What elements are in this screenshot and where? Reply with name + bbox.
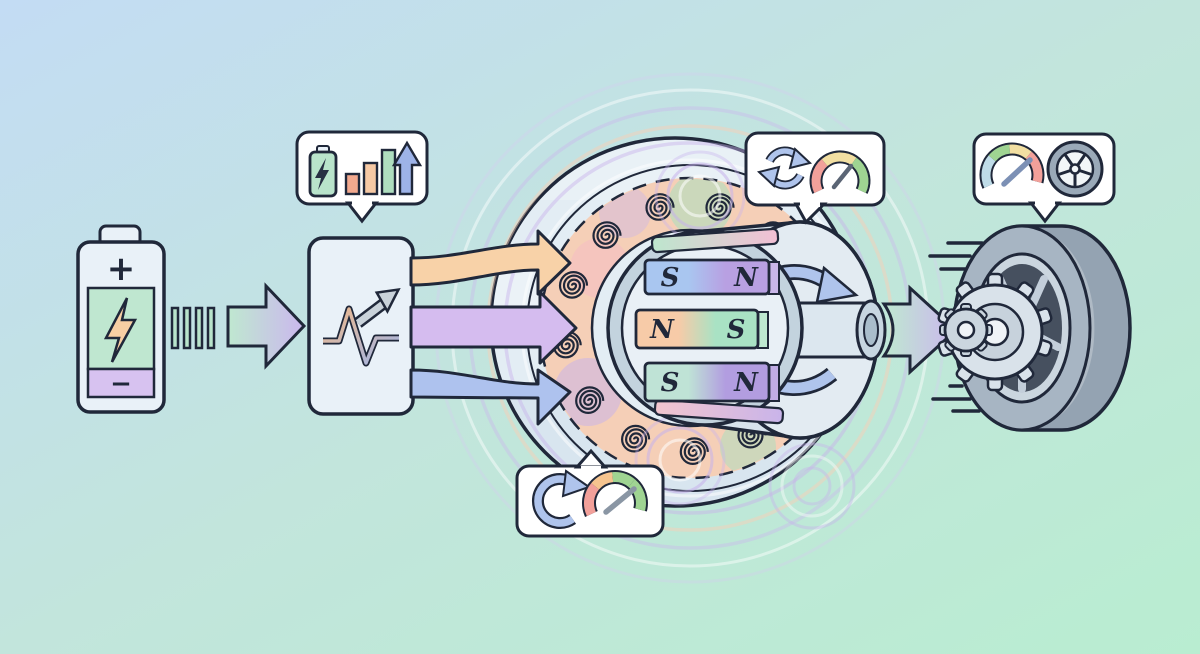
lightning-bolt-icon — [103, 297, 138, 363]
magnet-edge-top — [650, 227, 780, 254]
up-arrow-icon — [391, 140, 423, 196]
rotor-magnets: S N N S S N — [634, 227, 785, 425]
battery-minus-label: − — [110, 369, 132, 399]
magnet-bar — [643, 258, 771, 296]
boost-arrow-icon — [354, 287, 401, 328]
gauge-icon — [979, 142, 1045, 189]
magnet-pole-label: S — [661, 263, 680, 293]
gauge-needle — [603, 486, 637, 515]
magnet-bar — [643, 361, 771, 403]
callout-torque — [515, 448, 665, 538]
energy-pulse-bars — [170, 306, 216, 350]
magnet-edge-bottom — [653, 398, 785, 425]
phase-a-arrow — [409, 229, 572, 296]
flow-arrow-battery-to-controller — [226, 282, 307, 370]
motor-shaft — [791, 299, 887, 361]
magnet-pole-label: S — [661, 368, 680, 398]
magnet-bar — [634, 308, 760, 350]
waveform-icon — [323, 305, 399, 367]
gauge-icon — [809, 150, 871, 194]
callout-field-rotation — [744, 131, 886, 225]
sync-icon — [756, 146, 813, 190]
battery-low-section — [86, 367, 156, 399]
callout-power — [295, 130, 429, 224]
phase-c-arrow — [409, 368, 572, 426]
phase-current-arrows — [409, 229, 578, 426]
battery: + − — [76, 224, 166, 414]
rising-bars-icon — [344, 148, 397, 196]
power-electronics-controller — [307, 236, 415, 416]
wheel-assembly — [937, 224, 1132, 432]
battery-plus-label: + — [107, 249, 136, 289]
gauge-needle — [831, 163, 854, 190]
speed-lines — [928, 241, 984, 413]
rotate-cw-icon — [532, 469, 592, 529]
magnet-pole-label: N — [733, 368, 759, 398]
gauge-needle — [1001, 157, 1033, 187]
phase-b-arrow — [409, 290, 578, 365]
battery-charge-icon — [308, 145, 338, 198]
small-gear-icon — [939, 303, 993, 357]
magnet-pole-label: N — [733, 263, 759, 293]
wheel-icon — [1046, 140, 1104, 198]
gauge-icon — [582, 470, 648, 517]
magnet-pole-label: N — [649, 315, 675, 345]
magnet-pole-label: S — [727, 315, 746, 345]
callout-speed — [972, 132, 1116, 224]
rotor: S N N S S N — [606, 220, 887, 440]
